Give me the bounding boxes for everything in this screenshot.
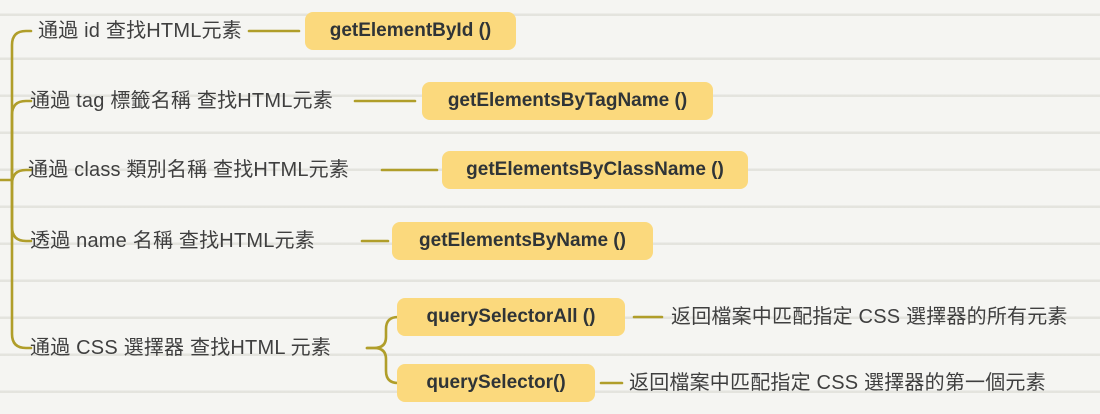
- node-queryselector[interactable]: querySelector(): [397, 364, 595, 402]
- node-getelementsbytagname[interactable]: getElementsByTagName (): [422, 82, 713, 120]
- fork-line-queryselector: [365, 346, 400, 385]
- branch-line-css: [10, 177, 33, 350]
- node-queryselectorall[interactable]: querySelectorAll (): [397, 298, 625, 336]
- fork-line-queryselectorall: [365, 315, 400, 350]
- node-getelementsbyclassname[interactable]: getElementsByClassName (): [442, 151, 748, 189]
- branch-line-name: [10, 177, 33, 243]
- topic-find-by-class[interactable]: 通過 class 類別名稱 查找HTML元素: [28, 159, 350, 181]
- branch-line-id: [10, 29, 33, 183]
- topic-find-by-css-selector[interactable]: 通過 CSS 選擇器 查找HTML 元素: [30, 337, 332, 359]
- description-queryselector[interactable]: 返回檔案中匹配指定 CSS 選擇器的第一個元素: [629, 372, 1046, 394]
- topic-find-by-id[interactable]: 通過 id 查找HTML元素: [38, 20, 242, 42]
- branch-line-tag: [10, 99, 33, 183]
- description-queryselectorall[interactable]: 返回檔案中匹配指定 CSS 選擇器的所有元素: [671, 306, 1068, 328]
- topic-find-by-name[interactable]: 透過 name 名稱 查找HTML元素: [30, 230, 315, 252]
- node-getelementbyid[interactable]: getElementById (): [305, 12, 516, 50]
- node-getelementsbyname[interactable]: getElementsByName (): [392, 222, 653, 260]
- topic-find-by-tag[interactable]: 通過 tag 標籤名稱 查找HTML元素: [30, 90, 333, 112]
